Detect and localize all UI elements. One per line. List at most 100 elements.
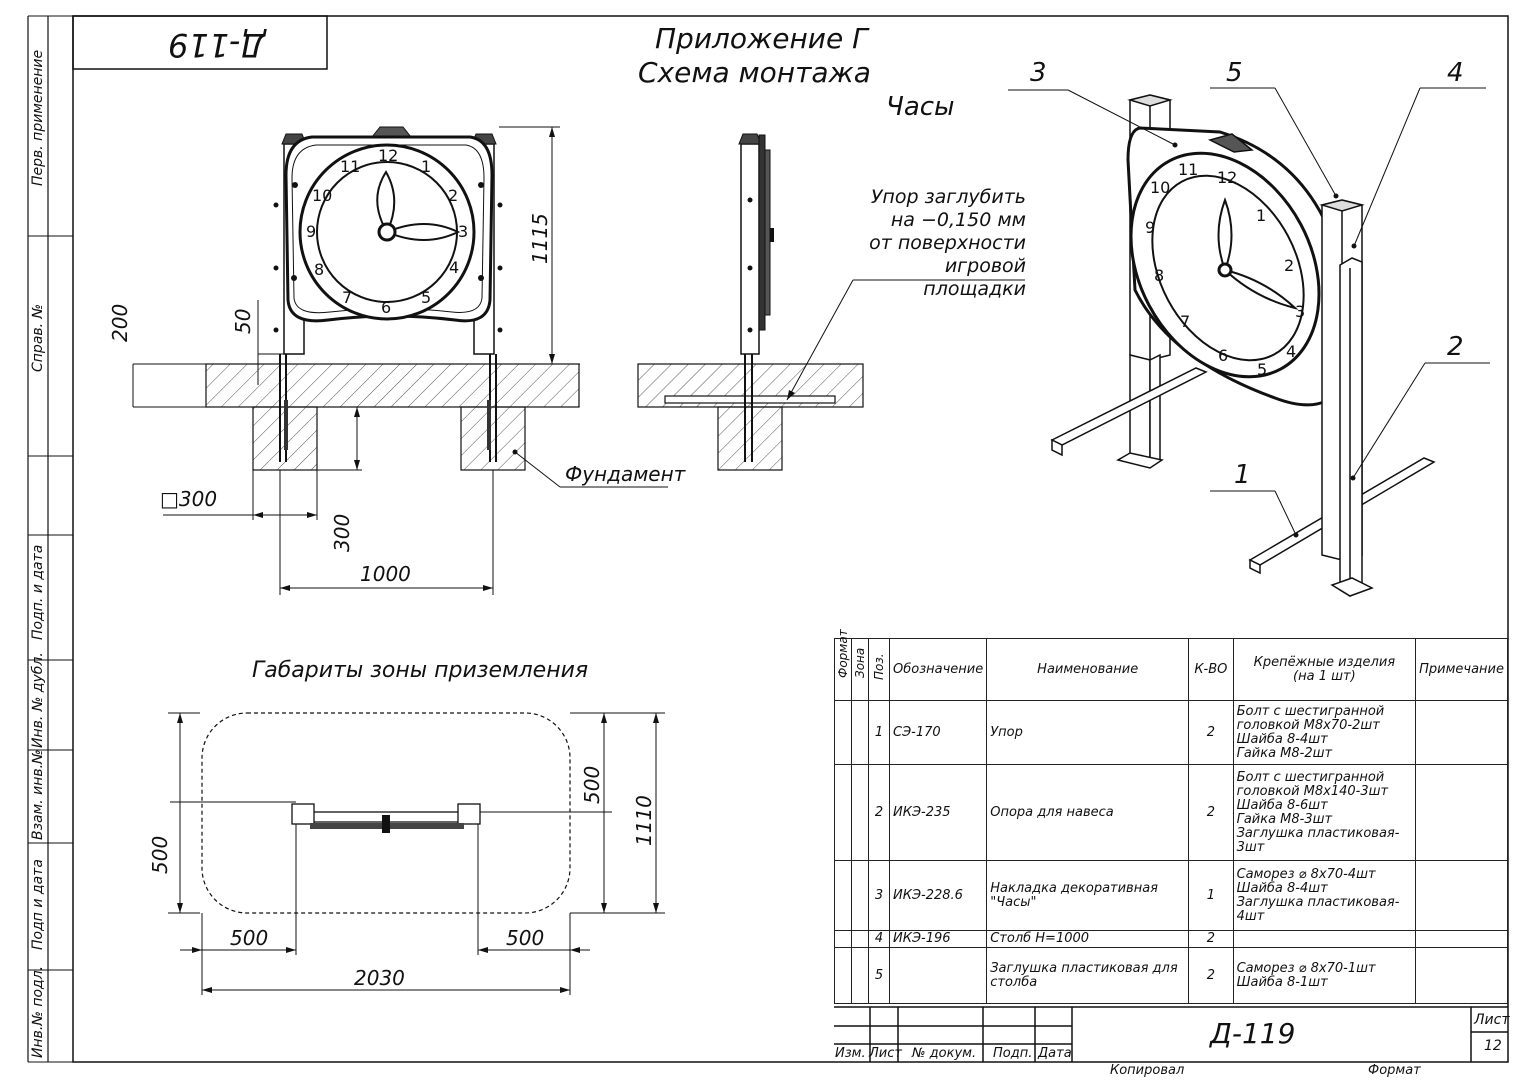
iso-clock-num: 11 (1178, 160, 1199, 179)
margin-inv-podl: Инв.№ подл. (30, 965, 46, 1058)
callout-2: 2 (1447, 332, 1464, 362)
tb-sheet-label: Лист (1474, 1012, 1510, 1028)
spec-header-pos: Поз. (868, 638, 890, 701)
spec-cell-name: Упор (986, 700, 1190, 765)
tb-podp: Подп. (993, 1046, 1033, 1061)
iso-clock-num: 12 (1217, 168, 1238, 187)
spec-cell-note (1415, 764, 1508, 861)
spec-header-note: Примечание (1415, 638, 1508, 701)
table-row: 5 Заглушка пластиковая для столба 2 Само… (834, 947, 1508, 1004)
spec-cell-name: Столб Н=1000 (986, 930, 1190, 948)
spec-cell-qty: 2 (1188, 764, 1234, 861)
spec-cell-pos: 5 (868, 947, 890, 1004)
table-row: 1 СЭ-170 Упор 2 Болт с шестигранной голо… (834, 700, 1508, 765)
dim-50: 50 (231, 308, 255, 334)
margin-podp-data-2: Подп и дата (30, 859, 46, 950)
dim-zone-500-left-h: 500 (230, 926, 269, 950)
dim-zone-500-right-h: 500 (506, 926, 545, 950)
spec-cell-designation: СЭ-170 (888, 700, 988, 765)
front-clock-num: 2 (448, 186, 459, 205)
spec-header-name: Наименование (986, 638, 1190, 701)
front-clock-num: 3 (458, 222, 469, 241)
tb-n-dokum: № докум. (912, 1046, 977, 1061)
dim-zone-1110: 1110 (632, 795, 656, 846)
tb-izm: Изм. (835, 1046, 866, 1061)
front-clock-num: 10 (312, 186, 333, 205)
table-row: 3 ИКЭ-228.6 Накладка декоративная "Часы"… (834, 860, 1508, 931)
tb-sheet-no: 12 (1484, 1038, 1502, 1054)
front-view (132, 126, 668, 595)
dim-zone-2030: 2030 (354, 966, 405, 990)
margin-inv-dubl: Инв. № дубл. (30, 652, 46, 748)
tb-kopiroval: Копировал (1110, 1063, 1185, 1078)
iso-clock-num: 6 (1218, 346, 1229, 365)
side-view (637, 133, 1025, 471)
dim-zone-500-right-v: 500 (580, 765, 604, 804)
front-clock-num: 5 (421, 288, 432, 307)
tb-format: Формат (1368, 1063, 1421, 1078)
iso-clock-num: 8 (1154, 266, 1165, 285)
iso-clock-num: 10 (1150, 178, 1171, 197)
table-row: 4 ИКЭ-196 Столб Н=1000 2 (834, 930, 1508, 948)
dim-zone-500-left-v: 500 (148, 835, 172, 874)
depth-note: Упор заглубить на −0,150 мм от поверхнос… (869, 186, 1026, 300)
iso-clock-num: 5 (1257, 360, 1268, 379)
table-row: 2 ИКЭ-235 Опора для навеса 2 Болт с шест… (834, 764, 1508, 861)
dim-200: 200 (108, 303, 132, 342)
iso-clock-num: 2 (1284, 256, 1295, 275)
dim-square: □300 (160, 487, 218, 511)
dim-300: 300 (330, 513, 354, 552)
spec-cell-pos: 2 (868, 764, 890, 861)
spec-cell-designation (888, 947, 988, 1004)
spec-cell-designation: ИКЭ-228.6 (888, 860, 988, 931)
margin-sprav-no: Справ. № (30, 303, 46, 372)
spec-table: Формат Зона Поз. Обозначение Наименовани… (834, 629, 1508, 1004)
spec-cell-note (1415, 930, 1508, 948)
appendix-title: Приложение Г (655, 22, 868, 55)
front-clock-num: 7 (342, 288, 353, 307)
callout-4: 4 (1447, 58, 1464, 88)
spec-cell-name: Опора для навеса (986, 764, 1190, 861)
spec-cell-fasteners: Болт с шестигранной головкой М8х70-2шт Ш… (1232, 700, 1417, 765)
spec-header-qty: К-ВО (1188, 638, 1234, 701)
title-block-frame (834, 1006, 1508, 1062)
spec-cell-qty: 2 (1188, 700, 1234, 765)
dim-height: 1115 (528, 213, 552, 264)
front-clock-num: 8 (314, 260, 325, 279)
iso-clock-num: 7 (1180, 312, 1191, 331)
margin-vzam-inv: Взам. инв.№ (30, 749, 46, 840)
spec-cell-pos: 1 (868, 700, 890, 765)
spec-header-row: Формат Зона Поз. Обозначение Наименовани… (834, 629, 1508, 701)
iso-clock-num: 9 (1145, 218, 1156, 237)
landing-zone (168, 712, 665, 995)
scheme-title: Схема монтажа (638, 56, 871, 89)
doc-code-rotated: Д-119 (168, 26, 266, 64)
callout-5: 5 (1226, 58, 1243, 88)
front-clock-num: 11 (340, 157, 361, 176)
spec-cell-pos: 4 (868, 930, 890, 948)
spec-header-format: Формат (834, 629, 852, 701)
spec-cell-designation: ИКЭ-196 (888, 930, 988, 948)
spec-cell-fasteners: Болт с шестигранной головкой М8х140-3шт … (1232, 764, 1417, 861)
iso-clock-num: 1 (1256, 206, 1267, 225)
code-box (72, 15, 328, 70)
spec-header-designation: Обозначение (888, 638, 988, 701)
spec-cell-fasteners (1232, 930, 1417, 948)
front-clock-num: 1 (421, 157, 432, 176)
spec-cell-pos: 3 (868, 860, 890, 931)
spec-cell-fasteners: Саморез ⌀ 8х70-1шт Шайба 8-1шт (1232, 947, 1417, 1004)
spec-cell-designation: ИКЭ-235 (888, 764, 988, 861)
tb-data: Дата (1038, 1046, 1072, 1061)
front-clock-num: 4 (449, 258, 460, 277)
front-clock-num: 9 (306, 222, 317, 241)
spec-cell-fasteners: Саморез ⌀ 8х70-4шт Шайба 8-4шт Заглушка … (1232, 860, 1417, 931)
spec-cell-note (1415, 860, 1508, 931)
isometric-view (1008, 87, 1490, 597)
foundation-label: Фундамент (565, 462, 686, 486)
spec-cell-note (1415, 700, 1508, 765)
front-clock-num: 6 (381, 298, 392, 317)
margin-podp-data-1: Подп. и дата (30, 544, 46, 640)
dim-1000: 1000 (360, 562, 411, 586)
tb-doc-code: Д-119 (1210, 1017, 1296, 1050)
